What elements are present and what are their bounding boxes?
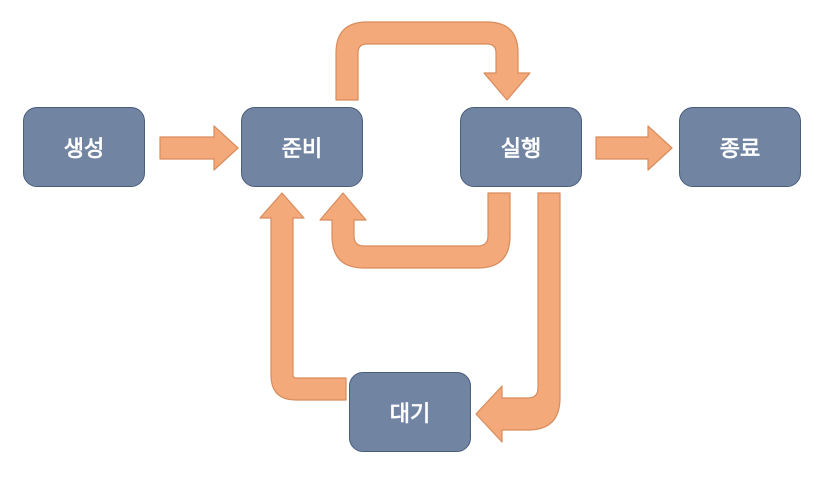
arrow-running-to-waiting (475, 192, 561, 443)
arrow-running-to-ready (319, 192, 511, 269)
state-waiting-node: 대기 (349, 372, 471, 452)
state-waiting-label: 대기 (389, 402, 431, 427)
state-ready-node: 준비 (241, 107, 363, 187)
arrow-ready-to-running (335, 21, 531, 101)
arrow-create-to-ready (159, 125, 239, 171)
arrow-running-to-terminated (595, 125, 673, 171)
state-terminated-label: 종료 (719, 137, 761, 162)
state-create-node: 생성 (23, 107, 145, 187)
state-terminated-node: 종료 (679, 107, 801, 187)
state-create-label: 생성 (63, 137, 105, 162)
arrow-waiting-to-ready (259, 192, 347, 401)
state-running-node: 실행 (460, 107, 582, 187)
state-ready-label: 준비 (281, 137, 323, 162)
state-running-label: 실행 (500, 137, 542, 162)
